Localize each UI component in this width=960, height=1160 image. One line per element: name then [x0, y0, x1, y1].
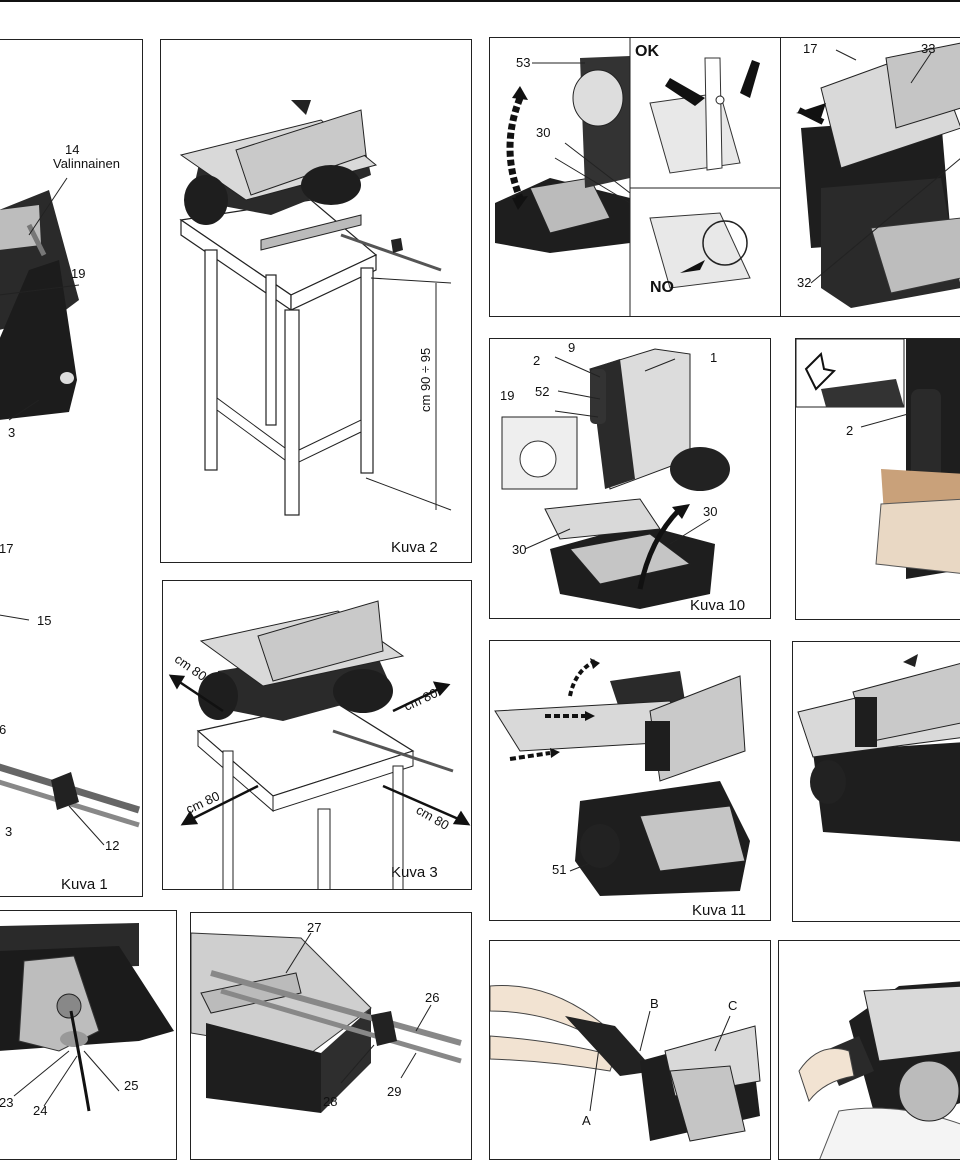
- label-52: 52: [535, 384, 550, 399]
- label-12: 12: [105, 838, 120, 853]
- figure-2-right: 2: [795, 338, 960, 620]
- figure-saw-right: [792, 641, 960, 922]
- caption-kuva-10: Kuva 10: [690, 597, 746, 614]
- label-1: 1: [710, 350, 718, 365]
- figure-23-25-illustration: [0, 923, 174, 1112]
- label-17: 17: [0, 541, 14, 556]
- figure-ok-no: 53 OK 30 NO: [489, 37, 782, 317]
- figure-23-25: 23 24 25: [0, 910, 177, 1160]
- figure-26-29: 27 26 28 29: [190, 912, 472, 1160]
- label-24: 24: [33, 1103, 48, 1118]
- figure-ok-no-illustration: [495, 38, 781, 316]
- label-30a: 30: [703, 504, 718, 519]
- label-28: 28: [323, 1094, 338, 1109]
- figure-17-33-32-illustration: [796, 42, 960, 308]
- label-cm-90-95: cm 90 ÷ 95: [418, 347, 433, 412]
- figure-saw-right-illustration: [797, 654, 960, 842]
- label-3: 3: [8, 425, 16, 440]
- kuva-10-illustration: [501, 348, 730, 609]
- figure-abc: B C A: [489, 940, 771, 1160]
- figure-kuva-2: cm 90 ÷ 95 Kuva 2: [160, 39, 472, 563]
- label-A: A: [582, 1113, 591, 1128]
- label-29: 29: [387, 1084, 402, 1099]
- label-2: 2: [533, 353, 541, 368]
- label-33: 33: [921, 41, 936, 56]
- label-valinnainen: Valinnainen: [53, 156, 120, 171]
- label-19: 19: [500, 388, 515, 403]
- label-51: 51: [552, 862, 567, 877]
- caption-kuva-11: Kuva 11: [692, 902, 746, 919]
- figure-abc-illustration: [490, 985, 761, 1142]
- label-3b: 3: [5, 824, 13, 839]
- figure-2-right-illustration: [796, 339, 960, 579]
- label-B: B: [650, 996, 659, 1011]
- figure-kuva-1: 14 Valinnainen 19 3 17 15 6 3 12 Kuva 1: [0, 39, 143, 897]
- figure-kuva-10: 9 1 2 52 19 30 30 Kuva 10: [489, 338, 771, 619]
- kuva-11-illustration: [494, 658, 750, 896]
- caption-kuva-2: Kuva 2: [391, 539, 438, 556]
- figure-26-29-illustration: [191, 932, 462, 1113]
- label-23: 23: [0, 1095, 14, 1110]
- figure-kuva-11: 51 Kuva 11: [489, 640, 771, 921]
- label-C: C: [728, 998, 738, 1013]
- label-17: 17: [803, 41, 818, 56]
- label-19: 19: [71, 266, 86, 281]
- label-14: 14: [65, 142, 80, 157]
- label-25: 25: [124, 1078, 139, 1093]
- label-ok: OK: [635, 43, 659, 60]
- label-2-right: 2: [846, 423, 854, 438]
- kuva-1-illustration: [0, 177, 141, 846]
- kuva-2-illustration: [179, 100, 452, 516]
- label-30b: 30: [512, 542, 527, 557]
- label-26: 26: [425, 990, 440, 1005]
- kuva-3-illustration: [168, 600, 471, 889]
- top-rule: [0, 0, 960, 2]
- figure-kuva-3: cm 80 cm 80 cm 80 cm 80 Kuva 3: [162, 580, 472, 890]
- figure-bottom-right-illustration: [798, 981, 960, 1159]
- caption-kuva-1: Kuva 1: [61, 876, 108, 893]
- label-15: 15: [37, 613, 52, 628]
- label-6: 6: [0, 723, 6, 736]
- label-32: 32: [797, 275, 812, 290]
- label-9: 9: [568, 340, 576, 355]
- label-53: 53: [516, 55, 531, 70]
- caption-kuva-3: Kuva 3: [391, 864, 438, 881]
- figure-17-33-32: 17 33 32: [780, 37, 960, 317]
- label-no: NO: [650, 279, 674, 296]
- label-27: 27: [307, 920, 322, 935]
- figure-bottom-right: [778, 940, 960, 1160]
- label-30: 30: [536, 125, 551, 140]
